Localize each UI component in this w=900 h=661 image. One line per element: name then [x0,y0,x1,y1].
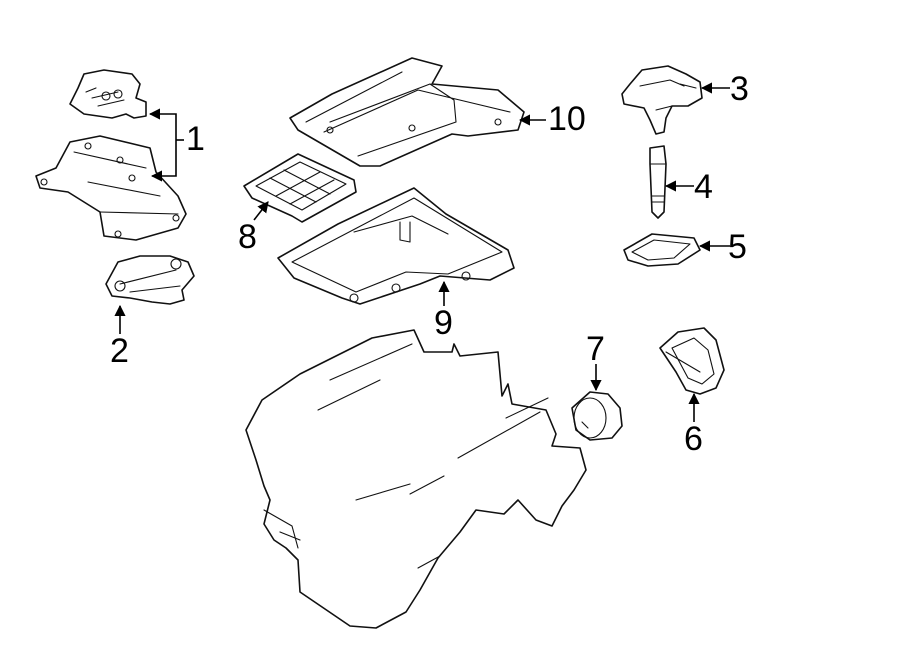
callout-labels: 1 2 3 4 5 6 7 8 9 10 [110,70,749,458]
part-4-plug-boot [649,145,667,219]
part-7-cap [571,391,623,441]
callout-3: 3 [730,70,749,108]
leader-lines [114,82,730,422]
part-9-tray [277,187,515,305]
part-3-ignition-coil [621,65,703,135]
part-10-cover [289,57,525,167]
callout-2: 2 [110,332,129,370]
part-5-gasket [623,233,701,267]
callout-8: 8 [238,218,257,256]
callout-4: 4 [694,168,713,206]
callout-7: 7 [586,330,605,368]
callout-9: 9 [434,304,453,342]
callout-10: 10 [548,100,586,138]
part-6-bracket [659,327,725,395]
engine-outline [245,329,587,629]
part-2-sensor [105,255,195,305]
callout-5: 5 [728,228,747,266]
part-1-sensor-bracket [35,69,187,241]
part-8-filter [243,153,357,223]
callout-1: 1 [186,120,205,158]
callout-6: 6 [684,420,703,458]
